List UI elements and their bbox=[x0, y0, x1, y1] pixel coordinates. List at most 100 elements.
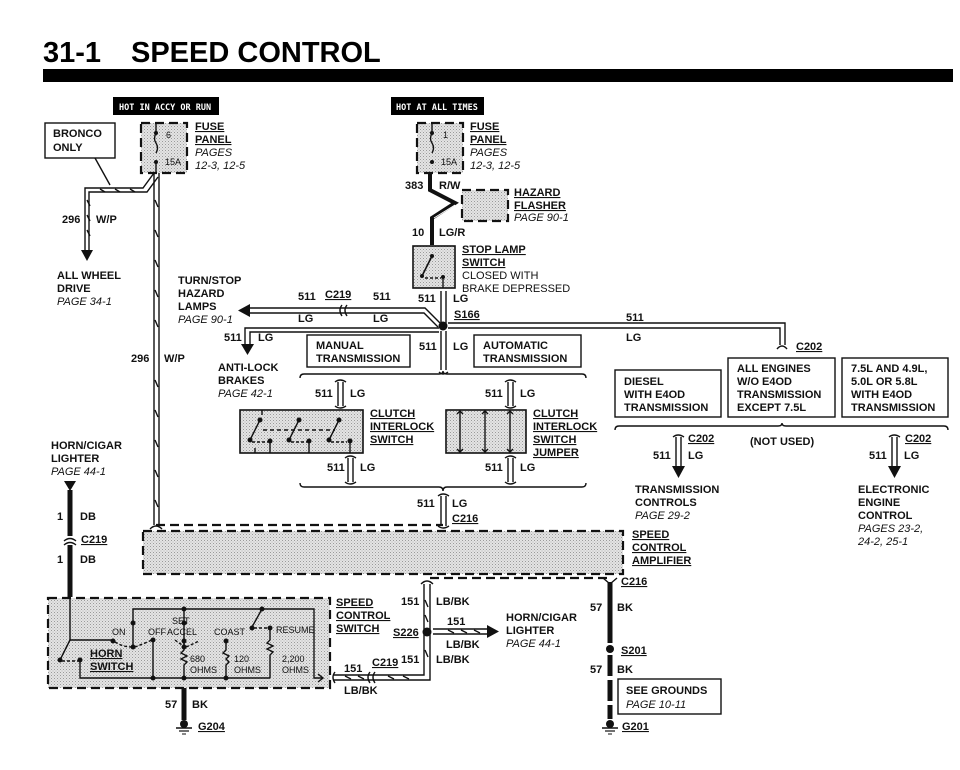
turn-stop-ref[interactable]: PAGE 90-1 bbox=[178, 314, 233, 326]
svg-text:511: 511 bbox=[298, 291, 316, 303]
hazard-flasher[interactable] bbox=[460, 188, 510, 223]
clutch-interlock-switch-label: CLUTCH bbox=[370, 408, 415, 420]
page-header: 31-1 SPEED CONTROL bbox=[43, 37, 953, 82]
wire-296-awd bbox=[81, 172, 159, 261]
svg-text:ACCEL: ACCEL bbox=[167, 627, 197, 637]
clutch-interlock-switch[interactable] bbox=[239, 409, 364, 454]
fuse-right-ref[interactable]: PAGES bbox=[470, 147, 508, 159]
wire-511-to-amplifier bbox=[437, 493, 450, 529]
speed-control-switch[interactable] bbox=[46, 596, 332, 720]
svg-text:511: 511 bbox=[224, 332, 242, 344]
svg-text:OHMS: OHMS bbox=[190, 665, 217, 675]
svg-text:24-2, 25-1[interactable]: 24-2, 25-1 bbox=[857, 536, 908, 548]
svg-text:TRANSMISSION: TRANSMISSION bbox=[483, 353, 567, 365]
power-label-all-times: HOT AT ALL TIMES bbox=[391, 97, 484, 115]
svg-text:LB/BK: LB/BK bbox=[344, 685, 378, 697]
wire-57-ground bbox=[602, 577, 618, 719]
svg-text:LG: LG bbox=[453, 293, 468, 305]
bronco-only-note: BRONCO ONLY bbox=[44, 122, 116, 186]
variant-brace bbox=[614, 422, 949, 431]
abs-ref[interactable]: PAGE 42-1 bbox=[218, 388, 273, 400]
svg-text:12-3, 12-5[interactable]: 12-3, 12-5 bbox=[195, 160, 246, 172]
svg-text:ENGINE: ENGINE bbox=[858, 497, 900, 509]
fuse-left-ref[interactable]: PAGES bbox=[195, 147, 233, 159]
svg-text:LG: LG bbox=[373, 313, 388, 325]
power-label-accy: HOT IN ACCY OR RUN bbox=[113, 97, 219, 115]
svg-text:JUMPER: JUMPER bbox=[533, 447, 579, 459]
svg-text:1: 1 bbox=[57, 554, 63, 566]
svg-text:BK: BK bbox=[617, 664, 633, 676]
wire-511-clutch-in bbox=[334, 379, 347, 409]
clutch-interlock-jumper[interactable] bbox=[445, 409, 527, 454]
transmission-controls-ref[interactable]: PAGE 29-2 bbox=[635, 510, 690, 522]
svg-text:7.5L AND 4.9L,: 7.5L AND 4.9L, bbox=[851, 363, 927, 375]
svg-text:LG: LG bbox=[452, 498, 467, 510]
svg-text:296: 296 bbox=[131, 353, 149, 365]
fuse-right-label: FUSE bbox=[470, 121, 499, 133]
see-grounds-box: SEE GROUNDS PAGE 10-11 bbox=[617, 678, 722, 715]
wire-511-eec bbox=[888, 434, 901, 478]
svg-text:5.0L OR 5.8L: 5.0L OR 5.8L bbox=[851, 376, 918, 388]
svg-text:LB/BK: LB/BK bbox=[436, 654, 470, 666]
fuse-panel-right[interactable]: 1 15A bbox=[415, 121, 465, 175]
wire-511-trans-controls bbox=[672, 434, 685, 478]
svg-text:LG/R: LG/R bbox=[439, 227, 465, 239]
svg-text:120: 120 bbox=[234, 654, 249, 664]
svg-text:BRAKES: BRAKES bbox=[218, 375, 264, 387]
fuse-number: 1 bbox=[443, 130, 448, 140]
svg-text:511: 511 bbox=[418, 293, 436, 305]
fuse-panel-left[interactable]: 6 15A bbox=[139, 121, 189, 175]
svg-text:680: 680 bbox=[190, 654, 205, 664]
svg-text:LIGHTER: LIGHTER bbox=[506, 625, 554, 637]
svg-text:383: 383 bbox=[405, 180, 423, 192]
horn-cigar-right-ref[interactable]: PAGE 44-1 bbox=[506, 638, 561, 650]
svg-text:PANEL: PANEL bbox=[195, 134, 232, 146]
wire-511-c202 bbox=[448, 322, 788, 350]
eec-ref[interactable]: PAGES 23-2, bbox=[858, 523, 923, 535]
svg-text:DRIVE: DRIVE bbox=[57, 283, 91, 295]
ground-g201-icon bbox=[602, 720, 618, 735]
horn-switch-label: HORN bbox=[90, 648, 122, 660]
svg-text:BRAKE DEPRESSED: BRAKE DEPRESSED bbox=[462, 283, 570, 295]
svg-text:12-3, 12-5[interactable]: 12-3, 12-5 bbox=[470, 160, 521, 172]
page-title: SPEED CONTROL bbox=[131, 37, 381, 69]
see-grounds-ref[interactable]: PAGE 10-11 bbox=[626, 699, 686, 711]
horn-cigar-top-ref[interactable]: PAGE 44-1 bbox=[51, 466, 106, 478]
svg-text:C202: C202 bbox=[905, 433, 931, 445]
hazard-flasher-ref[interactable]: PAGE 90-1 bbox=[514, 212, 569, 224]
svg-text:AMPLIFIER: AMPLIFIER bbox=[632, 555, 691, 567]
fuse-left-label: FUSE bbox=[195, 121, 224, 133]
svg-text:151: 151 bbox=[401, 654, 419, 666]
svg-text:511: 511 bbox=[653, 450, 671, 462]
svg-text:CONTROL: CONTROL bbox=[858, 510, 913, 522]
svg-text:10: 10 bbox=[412, 227, 424, 239]
svg-text:TRANSMISSION: TRANSMISSION bbox=[316, 353, 400, 365]
svg-text:511: 511 bbox=[373, 291, 391, 303]
stop-lamp-switch[interactable] bbox=[412, 245, 456, 289]
amplifier-label: SPEED bbox=[632, 529, 669, 541]
awd-ref[interactable]: PAGE 34-1 bbox=[57, 296, 112, 308]
horn-cigar-top-label: HORN/CIGAR bbox=[51, 440, 122, 452]
wire-151-horn bbox=[433, 625, 499, 638]
svg-text:SWITCH: SWITCH bbox=[336, 623, 379, 635]
svg-text:CONTROLS: CONTROLS bbox=[635, 497, 697, 509]
clutch-interlock-jumper-label: CLUTCH bbox=[533, 408, 578, 420]
svg-text:LG: LG bbox=[298, 313, 313, 325]
speed-control-amplifier[interactable] bbox=[141, 529, 625, 576]
svg-text:511: 511 bbox=[327, 462, 345, 474]
variant-big-engines-box: 7.5L AND 4.9L, 5.0L OR 5.8L WITH E4OD TR… bbox=[841, 357, 949, 418]
svg-text:HOT IN ACCY OR RUN: HOT IN ACCY OR RUN bbox=[119, 103, 211, 113]
svg-text:TRANSMISSION: TRANSMISSION bbox=[624, 402, 708, 414]
svg-text:DB: DB bbox=[80, 554, 96, 566]
svg-text:296: 296 bbox=[62, 214, 80, 226]
svg-text:511: 511 bbox=[626, 312, 644, 324]
ground-g204-icon bbox=[176, 720, 192, 735]
svg-text:LG: LG bbox=[626, 332, 641, 344]
wire-511-clutch-out bbox=[344, 455, 357, 485]
wire-511-down bbox=[438, 331, 449, 375]
svg-text:OHMS: OHMS bbox=[234, 665, 261, 675]
svg-text:LG: LG bbox=[688, 450, 703, 462]
svg-text:HAZARD: HAZARD bbox=[178, 288, 224, 300]
svg-text:2,200: 2,200 bbox=[282, 654, 305, 664]
